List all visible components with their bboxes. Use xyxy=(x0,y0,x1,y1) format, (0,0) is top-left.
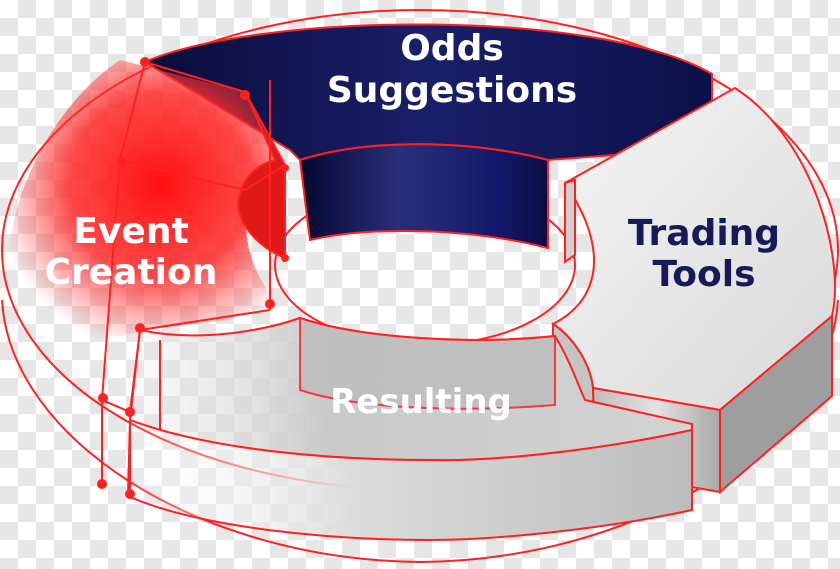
node xyxy=(135,323,145,333)
node xyxy=(240,90,250,100)
node xyxy=(125,407,135,417)
wireframe-nodes xyxy=(97,57,289,499)
node xyxy=(281,254,289,262)
wire-left-1 xyxy=(101,61,146,485)
wire-mid-1 xyxy=(119,159,286,192)
event-inner-face xyxy=(236,91,286,260)
resulting-label: Resulting xyxy=(330,382,512,422)
trading-label-line2: Tools xyxy=(652,254,755,295)
event-label-line2: Creation xyxy=(45,252,218,293)
node xyxy=(97,479,107,489)
node xyxy=(140,57,150,67)
odds-inner-face xyxy=(298,143,549,250)
resulting-inner-face xyxy=(299,316,556,410)
event-glow-face xyxy=(7,60,285,338)
wire-mid-2 xyxy=(139,309,271,331)
trading-arrow-face xyxy=(564,178,576,264)
resulting-front-face xyxy=(126,418,693,542)
node xyxy=(98,393,108,403)
odds-label-line2: Suggestions xyxy=(327,70,577,111)
segment-event-creation xyxy=(7,60,286,338)
trading-label-line1: Trading xyxy=(628,213,780,254)
wire-joint xyxy=(101,399,131,413)
node xyxy=(281,164,289,172)
node xyxy=(117,157,127,167)
wire-top-1 xyxy=(144,61,286,258)
trading-right-face xyxy=(719,313,833,495)
segment-labels: Odds Suggestions Trading Tools Resulting… xyxy=(45,28,780,422)
event-label-line1: Event xyxy=(73,211,188,252)
odds-label-line1: Odds xyxy=(400,28,504,69)
segment-odds-suggestions xyxy=(142,23,713,250)
node xyxy=(265,299,275,309)
segment-resulting xyxy=(126,316,693,542)
node xyxy=(125,489,135,499)
